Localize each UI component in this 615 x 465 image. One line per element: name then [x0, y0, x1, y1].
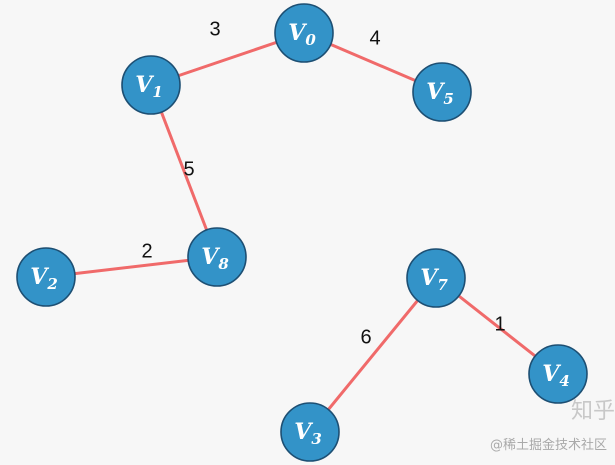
node-label: V2 [30, 264, 58, 293]
node-v3: V3 [280, 402, 340, 462]
node-circle [121, 55, 181, 115]
edge-weight-v1-v8: 5 [183, 158, 194, 180]
node-circle [16, 247, 76, 307]
node-label: V1 [135, 72, 163, 101]
node-label: V0 [288, 20, 316, 49]
node-label-subscript: 3 [311, 430, 321, 448]
node-label-base: V [135, 72, 154, 98]
node-circle [274, 3, 334, 63]
node-circle [406, 248, 466, 308]
node-label: V3 [294, 419, 322, 448]
node-circle [280, 402, 340, 462]
edge-v7-v3 [308, 276, 438, 434]
node-label-base: V [288, 20, 307, 46]
node-label-base: V [30, 264, 49, 290]
node-label-base: V [201, 244, 220, 270]
node-v0: V0 [274, 3, 334, 63]
zhihu-watermark: 知乎 [570, 399, 615, 424]
node-label: V4 [542, 361, 570, 390]
node-circle [187, 227, 247, 287]
node-label-subscript: 8 [218, 255, 229, 273]
node-label-base: V [294, 419, 313, 445]
node-label-base: V [542, 361, 561, 387]
node-v4: V4 [528, 344, 588, 404]
node-v8: V8 [187, 227, 247, 287]
node-label-subscript: 5 [443, 90, 453, 108]
node-v1: V1 [121, 55, 181, 115]
node-label-base: V [420, 265, 439, 291]
edge-weight-v7-v4: 1 [494, 313, 505, 335]
edge-weight-v2-v8: 2 [141, 240, 152, 262]
edge-weight-v7-v3: 6 [360, 326, 371, 348]
edge-v1-v8 [149, 83, 219, 259]
node-circle [412, 62, 472, 122]
node-circle [528, 344, 588, 404]
node-label: V8 [201, 244, 229, 273]
node-v5: V5 [412, 62, 472, 122]
node-label-base: V [426, 79, 445, 105]
node-label-subscript: 7 [437, 276, 448, 294]
node-label: V7 [420, 265, 448, 294]
node-label-subscript: 1 [152, 83, 162, 101]
edge-weight-v0-v5: 4 [369, 27, 380, 49]
node-v2: V2 [16, 247, 76, 307]
node-label-subscript: 0 [305, 31, 316, 49]
node-label-subscript: 2 [46, 275, 57, 293]
juejin-watermark: @稀土掘金技术社区 [489, 438, 607, 453]
node-v7: V7 [406, 248, 466, 308]
node-label: V5 [426, 79, 454, 108]
edge-weight-v1-v0: 3 [209, 18, 220, 40]
node-label-subscript: 4 [559, 372, 569, 390]
